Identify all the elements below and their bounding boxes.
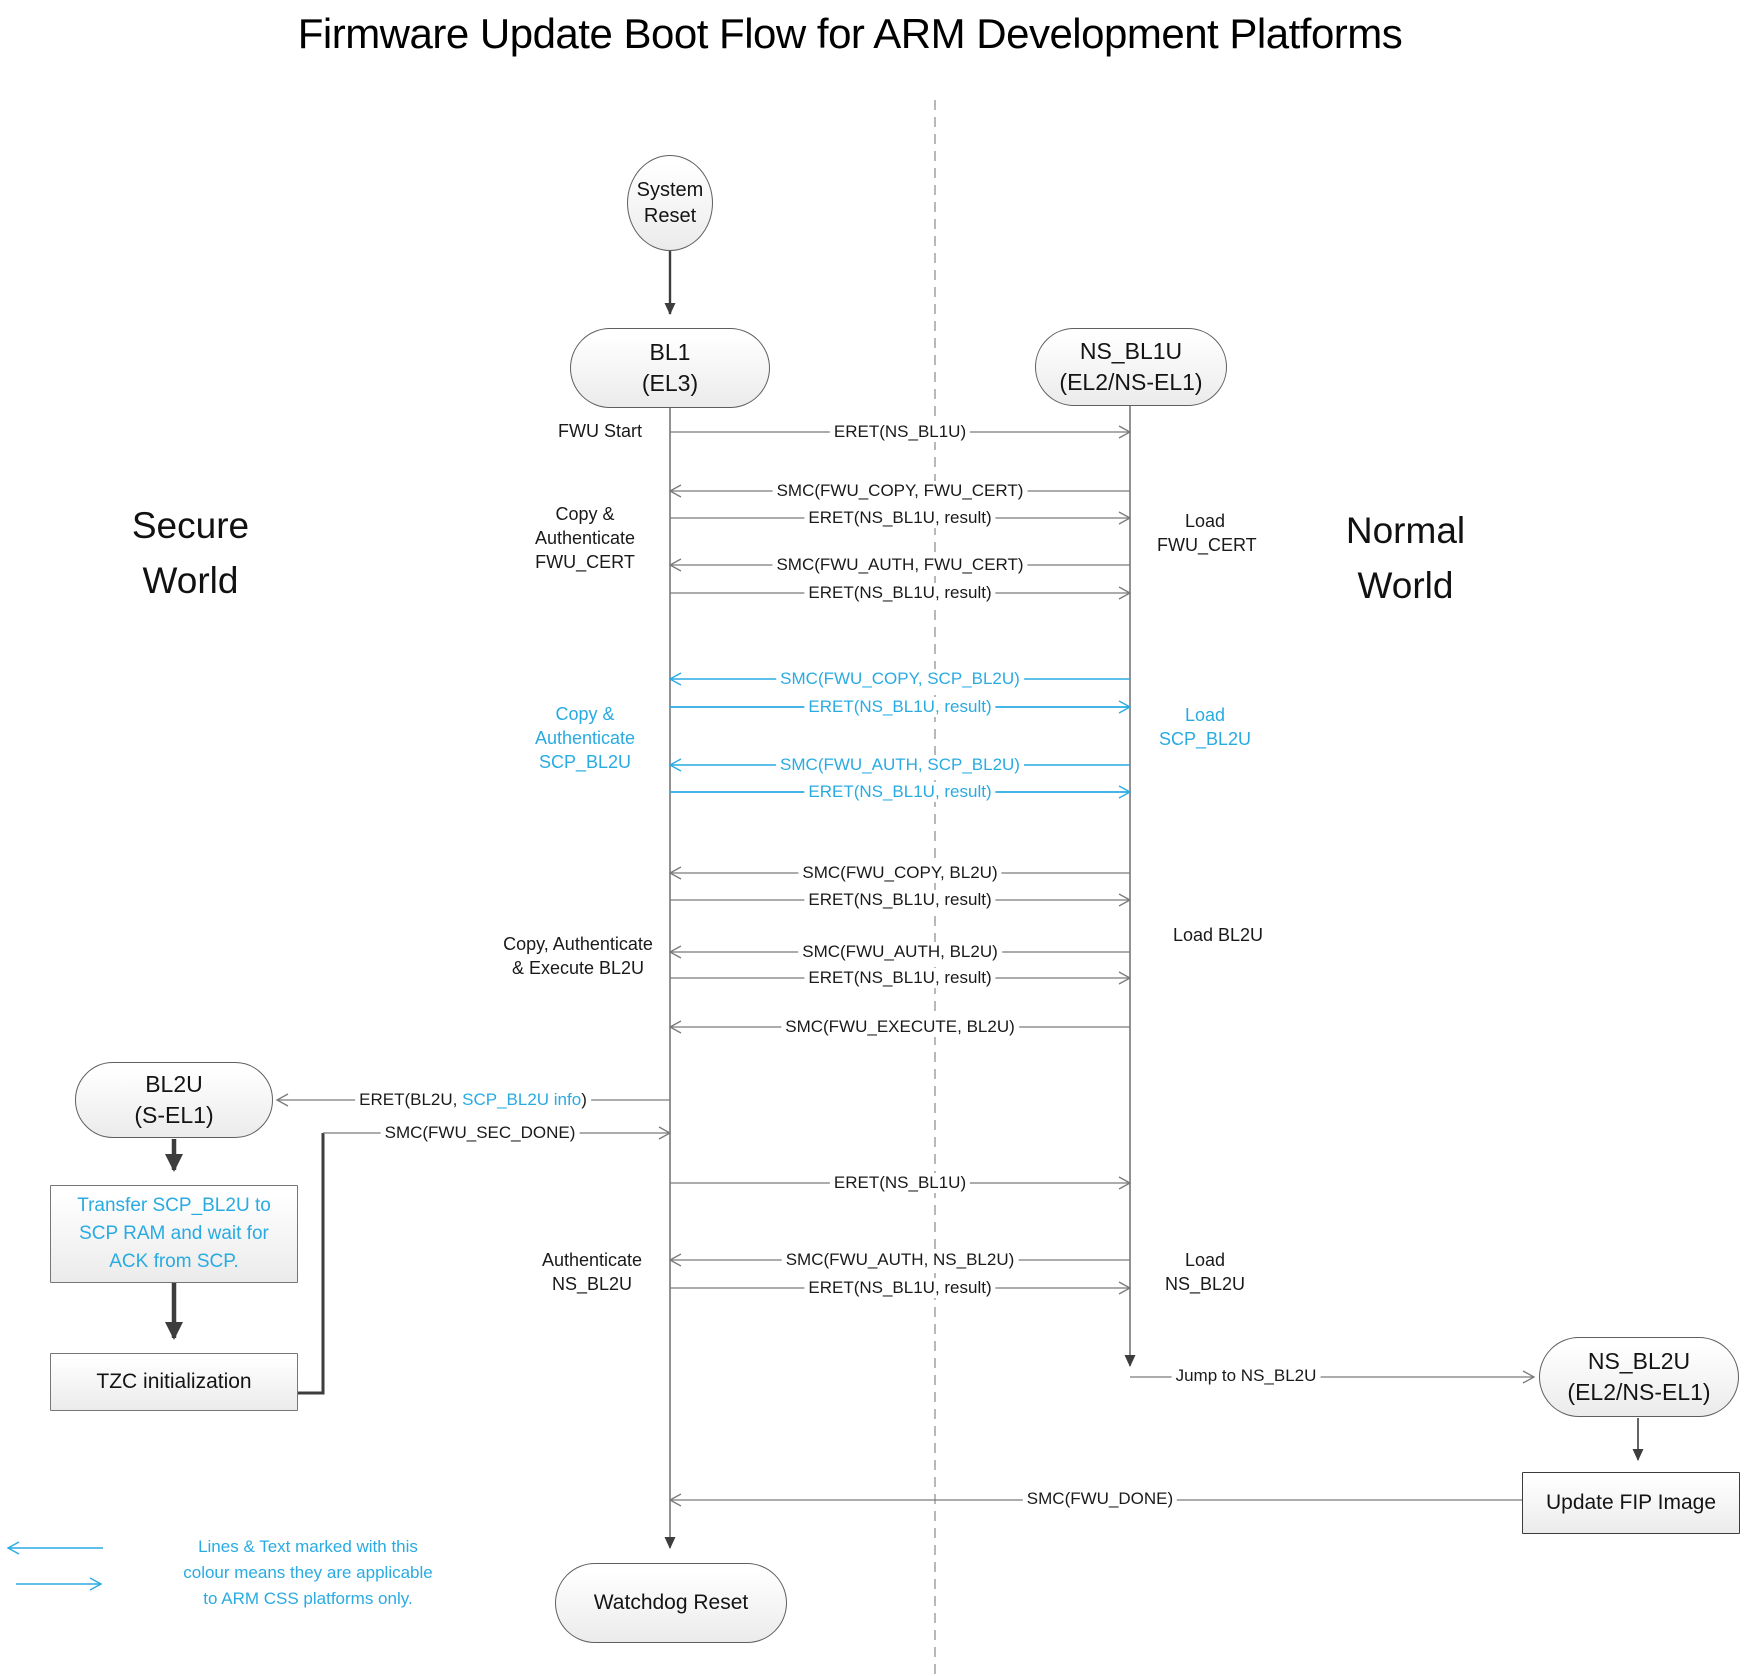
page-title: Firmware Update Boot Flow for ARM Develo… (297, 10, 1403, 57)
legend-text: Lines & Text marked with this colour mea… (183, 1537, 433, 1608)
message-eret-result-1: ERET(NS_BL1U, result) (804, 508, 996, 528)
side-label-authenticate-ns-bl2u: Authenticate NS_BL2U (541, 1250, 643, 1294)
transfer-scp-bl2u-label: Transfer SCP_BL2U to SCP RAM and wait fo… (77, 1195, 271, 1272)
update-fip-image-label: Update FIP Image (1545, 1491, 1717, 1514)
bl1-name: BL1 (649, 339, 691, 365)
message-eret-bl2u-scp-info: ERET(BL2U, SCP_BL2U info) (355, 1090, 591, 1110)
side-label-fwu-start: FWU Start (558, 421, 642, 441)
ns-bl1u-name: NS_BL1U (1079, 338, 1183, 364)
watchdog-reset-label: Watchdog Reset (593, 1591, 749, 1614)
ns-bl2u-name: NS_BL2U (1587, 1348, 1691, 1374)
eret-bl2u-accent: SCP_BL2U info (462, 1090, 582, 1109)
message-smc-fwu-auth-fwu-cert: SMC(FWU_AUTH, FWU_CERT) (772, 555, 1028, 575)
bl2u-name: BL2U (145, 1071, 203, 1097)
eret-bl2u-pre: ERET(BL2U, (359, 1090, 463, 1109)
message-smc-fwu-copy-fwu-cert: SMC(FWU_COPY, FWU_CERT) (772, 481, 1028, 501)
secure-world-label: Secure World (131, 505, 250, 601)
node-system-reset: System Reset (627, 155, 713, 251)
side-label-load-fwu-cert: Load FWU_CERT (1157, 511, 1257, 555)
side-label-copy-auth-fwu-cert: Copy & Authenticate FWU_CERT (534, 504, 636, 572)
message-smc-fwu-auth-bl2u: SMC(FWU_AUTH, BL2U) (798, 942, 1002, 962)
node-bl2u: BL2U (S-EL1) (75, 1062, 273, 1138)
tzc-initialization-label: TZC initialization (96, 1370, 252, 1393)
node-update-fip-image: Update FIP Image (1522, 1472, 1740, 1534)
node-ns-bl2u: NS_BL2U (EL2/NS-EL1) (1539, 1337, 1739, 1417)
message-smc-fwu-execute-bl2u: SMC(FWU_EXECUTE, BL2U) (781, 1017, 1019, 1037)
message-eret-ns-bl1u-1: ERET(NS_BL1U) (829, 422, 971, 442)
message-smc-fwu-done: SMC(FWU_DONE) (1022, 1489, 1178, 1509)
eret-bl2u-post: ) (581, 1090, 587, 1109)
message-smc-fwu-auth-ns-bl2u: SMC(FWU_AUTH, NS_BL2U) (781, 1250, 1019, 1270)
message-smc-fwu-copy-scp-bl2u: SMC(FWU_COPY, SCP_BL2U) (776, 669, 1024, 689)
message-smc-fwu-auth-scp-bl2u: SMC(FWU_AUTH, SCP_BL2U) (776, 755, 1024, 775)
message-eret-result-5: ERET(NS_BL1U, result) (804, 890, 996, 910)
bl2u-level: (S-EL1) (134, 1102, 214, 1128)
message-eret-result-3: ERET(NS_BL1U, result) (804, 697, 996, 717)
side-label-load-bl2u: Load BL2U (1172, 925, 1264, 945)
message-eret-result-2: ERET(NS_BL1U, result) (804, 583, 996, 603)
node-tzc-initialization: TZC initialization (50, 1353, 298, 1411)
message-eret-ns-bl1u-2: ERET(NS_BL1U) (829, 1173, 971, 1193)
node-watchdog-reset: Watchdog Reset (555, 1563, 787, 1643)
side-label-copy-auth-scp-bl2u: Copy & Authenticate SCP_BL2U (534, 704, 636, 772)
side-label-load-ns-bl2u: Load NS_BL2U (1164, 1250, 1246, 1294)
side-label-load-scp-bl2u: Load SCP_BL2U (1158, 705, 1252, 749)
message-eret-result-7: ERET(NS_BL1U, result) (804, 1278, 996, 1298)
node-transfer-scp-bl2u: Transfer SCP_BL2U to SCP RAM and wait fo… (50, 1185, 298, 1283)
bl1-level: (EL3) (641, 370, 699, 396)
node-bl1: BL1 (EL3) (570, 328, 770, 408)
system-reset-label: System Reset (636, 179, 704, 227)
message-jump-to-ns-bl2u: Jump to NS_BL2U (1171, 1366, 1321, 1386)
message-eret-result-4: ERET(NS_BL1U, result) (804, 782, 996, 802)
message-smc-fwu-sec-done: SMC(FWU_SEC_DONE) (380, 1123, 580, 1143)
message-eret-result-6: ERET(NS_BL1U, result) (804, 968, 996, 988)
tzc-to-smc-sec-done-connector (298, 1133, 325, 1395)
message-smc-fwu-copy-bl2u: SMC(FWU_COPY, BL2U) (798, 863, 1002, 883)
normal-world-label: Normal World (1345, 510, 1466, 606)
ns-bl1u-level: (EL2/NS-EL1) (1059, 369, 1203, 395)
ns-bl2u-level: (EL2/NS-EL1) (1567, 1379, 1711, 1405)
node-ns-bl1u: NS_BL1U (EL2/NS-EL1) (1035, 328, 1227, 406)
side-label-copy-auth-exec-bl2u: Copy, Authenticate & Execute BL2U (503, 934, 653, 978)
